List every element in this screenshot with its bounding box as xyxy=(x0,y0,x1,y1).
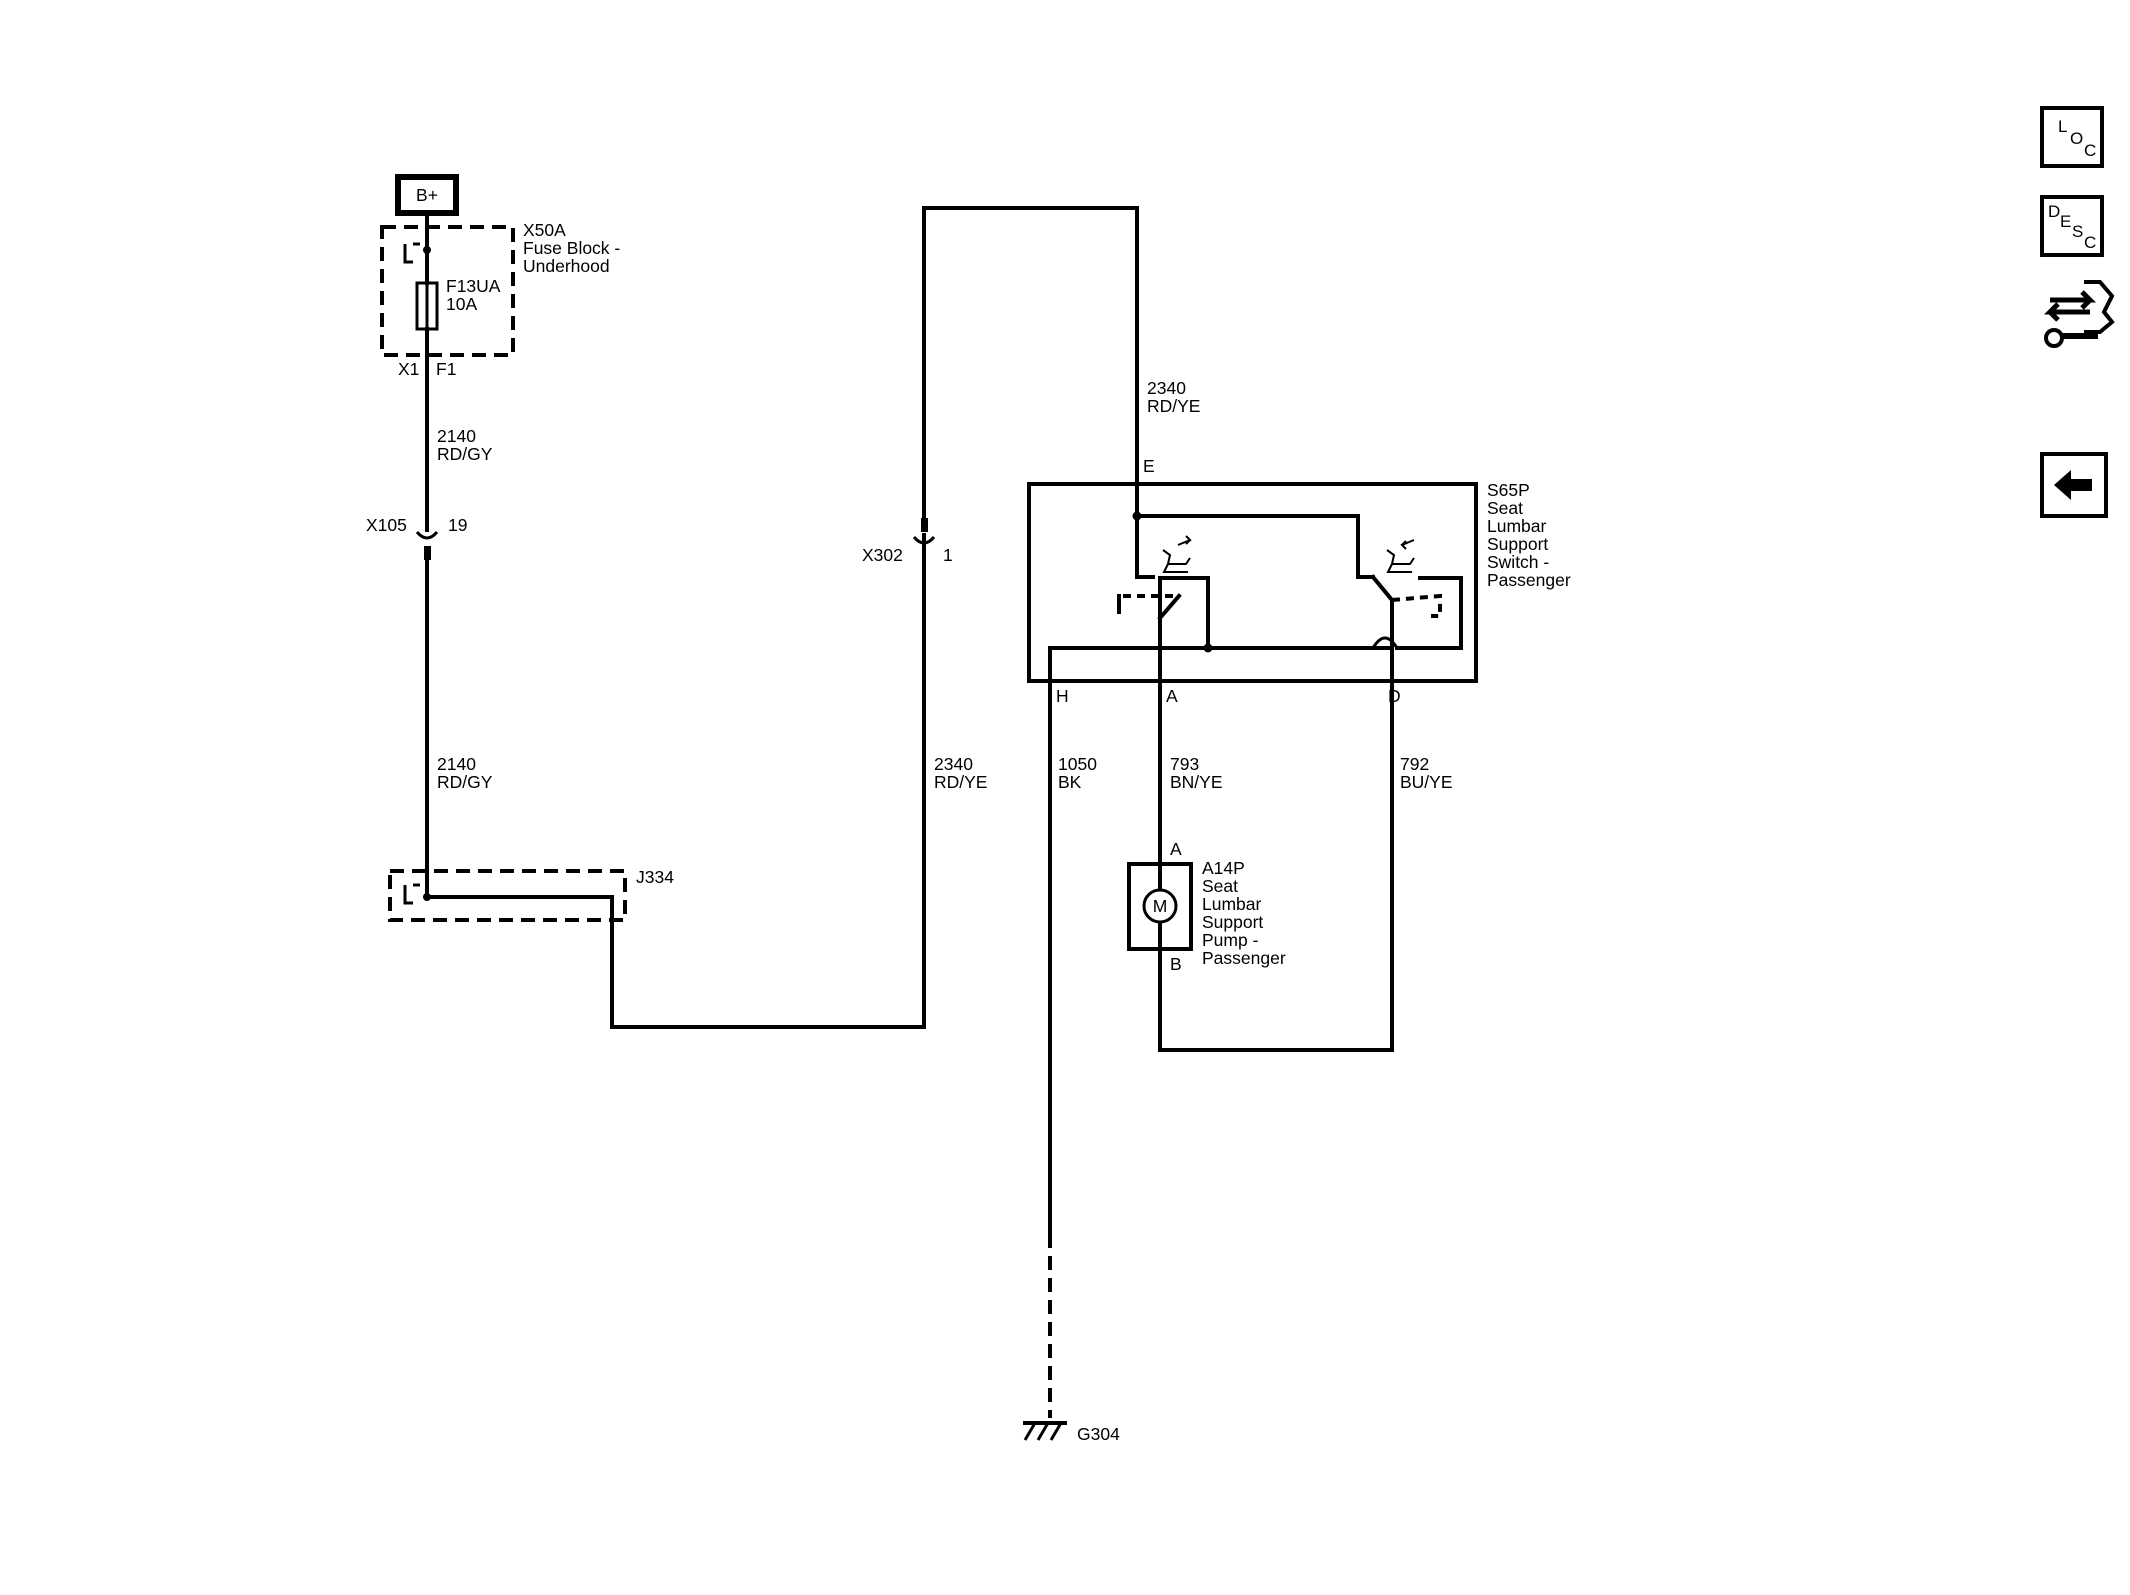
switch-pin-h: H xyxy=(1056,686,1069,706)
back-button[interactable] xyxy=(2040,452,2108,518)
pump-desc-4: Pump - xyxy=(1202,930,1259,950)
switch-desc-5: Passenger xyxy=(1487,570,1571,590)
desc-icon-c: C xyxy=(2084,233,2097,252)
wire-2140-color-lower: RD/GY xyxy=(437,772,493,792)
wire-1050-color: BK xyxy=(1058,772,1082,792)
wire-792-circuit: 792 xyxy=(1400,754,1429,774)
desc-button[interactable]: D E S C xyxy=(2040,195,2104,257)
wire-2340-circuit-lower: 2340 xyxy=(934,754,973,774)
pump-desc-1: Seat xyxy=(1202,876,1238,896)
connector-x302: X302 1 xyxy=(862,518,953,565)
switch-desc-3: Support xyxy=(1487,534,1548,554)
fuse-pin-f1: F1 xyxy=(436,359,456,379)
wire-2140-circuit-lower: 2140 xyxy=(437,754,476,774)
fuse-pin-x1: X1 xyxy=(398,359,419,379)
fuse-block-name: X50A xyxy=(523,220,566,240)
connector-x105: X105 19 xyxy=(366,515,467,560)
motor-symbol: M xyxy=(1153,896,1168,916)
pump-desc-3: Support xyxy=(1202,912,1263,932)
wire-2140-color-upper: RD/GY xyxy=(437,444,493,464)
switch-pin-e: E xyxy=(1143,456,1155,476)
connector-x105-name: X105 xyxy=(366,515,407,535)
loc-icon-c: C xyxy=(2084,141,2097,160)
connector-x302-name: X302 xyxy=(862,545,903,565)
wire-2340-color-upper: RD/YE xyxy=(1147,396,1200,416)
switch-name: S65P xyxy=(1487,480,1530,500)
switch-desc-1: Seat xyxy=(1487,498,1523,518)
wire-792-color: BU/YE xyxy=(1400,772,1453,792)
desc-icon-s: S xyxy=(2072,222,2084,241)
switch-pin-d: D xyxy=(1388,686,1401,706)
pump-desc-5: Passenger xyxy=(1202,948,1286,968)
wire-1050: 1050 BK xyxy=(1048,679,1097,1418)
battery-power-symbol: B+ xyxy=(395,174,459,216)
wire-2140-circuit-upper: 2140 xyxy=(437,426,476,446)
pump-desc-2: Lumbar xyxy=(1202,894,1262,914)
switch-s65p: S65P Seat Lumbar Support Switch - Passen… xyxy=(1027,456,1571,706)
splice-j334: J334 xyxy=(388,867,674,922)
pump-name: A14P xyxy=(1202,858,1245,878)
wire-1050-circuit: 1050 xyxy=(1058,754,1097,774)
back-arrow-icon xyxy=(2054,470,2092,500)
wire-793-circuit: 793 xyxy=(1170,754,1199,774)
wire-2140: 2140 RD/GY 2140 RD/GY xyxy=(425,211,493,899)
ground-name: G304 xyxy=(1077,1424,1120,1444)
fuse-block-desc-1: Fuse Block - xyxy=(523,238,620,258)
seat-lumbar-right-icon xyxy=(1386,539,1415,573)
splice-name: J334 xyxy=(636,867,674,887)
power-label: B+ xyxy=(416,185,438,205)
loc-icon-l: L xyxy=(2058,117,2068,136)
seat-lumbar-left-icon xyxy=(1162,535,1192,573)
wire-793-color: BN/YE xyxy=(1170,772,1223,792)
switch-desc-4: Switch - xyxy=(1487,552,1549,572)
wire-2340: 2340 RD/YE 2340 RD/YE xyxy=(425,206,1200,1029)
fuse-block-desc-2: Underhood xyxy=(523,256,610,276)
fuse-name: F13UA xyxy=(446,276,501,296)
wire-2340-circuit-upper: 2340 xyxy=(1147,378,1186,398)
wire-792: 792 BU/YE xyxy=(1158,679,1453,1052)
pump-a14p: M A B A14P Seat Lumbar Support Pump - Pa… xyxy=(1127,839,1286,974)
switch-desc-2: Lumbar xyxy=(1487,516,1547,536)
pump-pin-b: B xyxy=(1170,954,1182,974)
desc-icon-e: E xyxy=(2060,212,2072,231)
ground-g304: G304 xyxy=(1023,1421,1120,1444)
pump-pin-a: A xyxy=(1170,839,1182,859)
desc-icon-d: D xyxy=(2048,202,2061,221)
fuse-block-x50a: X50A Fuse Block - Underhood F13UA 10A X1… xyxy=(380,220,620,379)
wire-793: 793 BN/YE xyxy=(1158,679,1223,866)
connector-wrench-icon[interactable] xyxy=(2043,280,2115,348)
connector-x302-pin: 1 xyxy=(943,545,953,565)
loc-icon-o: O xyxy=(2070,129,2084,148)
connector-x105-pin: 19 xyxy=(448,515,467,535)
wire-2340-color-lower: RD/YE xyxy=(934,772,987,792)
fuse-rating: 10A xyxy=(446,294,477,314)
switch-pin-a: A xyxy=(1166,686,1178,706)
loc-button[interactable]: L O C xyxy=(2040,106,2104,168)
